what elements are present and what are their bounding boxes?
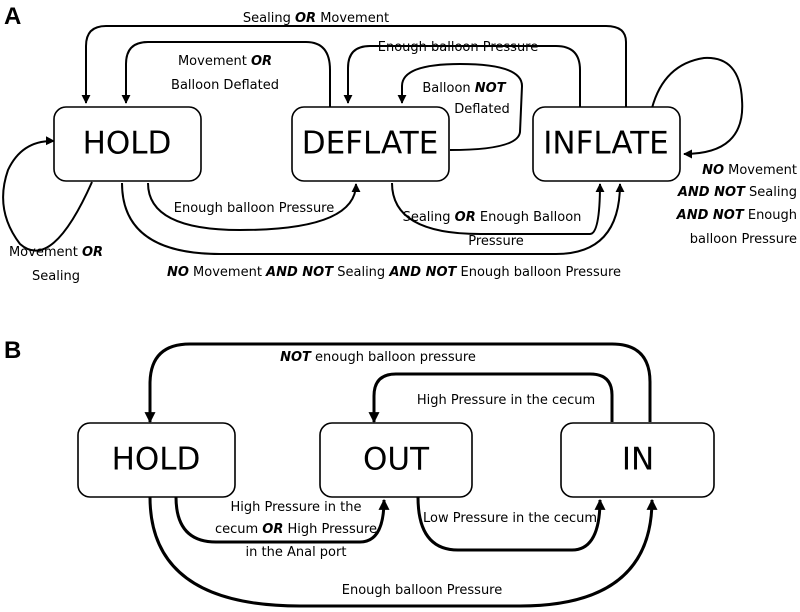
edge-label-inflate-self-line3: AND NOT Enough	[676, 208, 797, 223]
edge-in-to-out	[368, 372, 614, 424]
state-hold-b-label: HOLD	[112, 442, 201, 478]
edge-deflate-to-hold	[121, 41, 331, 108]
state-hold-b: HOLD	[77, 422, 236, 498]
state-deflate: DEFLATE	[291, 106, 450, 182]
edge-label-deflate-to-inflate-line1: Sealing OR Enough Balloon	[403, 210, 582, 225]
edge-label-inflate-to-deflate: Enough balloon Pressure	[378, 40, 539, 55]
state-hold-label: HOLD	[83, 126, 172, 162]
state-out: OUT	[319, 422, 473, 498]
state-hold-b-box	[77, 422, 236, 498]
edge-label-hold-to-out-line2: cecum OR High Pressure	[215, 522, 377, 537]
edge-hold-self	[2, 136, 93, 252]
state-in-box	[560, 422, 715, 498]
state-in-label: IN	[622, 442, 654, 478]
state-inflate-label: INFLATE	[543, 126, 668, 162]
edge-label-in-to-out: High Pressure in the cecum	[417, 393, 595, 408]
edge-label-hold-to-in: Enough balloon Pressure	[342, 583, 503, 598]
edge-label-deflate-to-hold-line2: Balloon Deflated	[171, 78, 279, 93]
edge-inflate-to-deflate	[343, 45, 581, 110]
edge-label-inflate-to-hold-top: Sealing OR Movement	[243, 11, 389, 26]
edge-label-inflate-self-line4: balloon Pressure	[690, 232, 797, 247]
state-in: IN	[560, 422, 715, 498]
state-inflate-box	[532, 106, 681, 182]
edge-label-hold-to-out-line1: High Pressure in the	[231, 500, 362, 515]
edge-in-to-hold	[144, 342, 652, 424]
panel-a-label: A	[4, 3, 21, 30]
state-inflate: INFLATE	[532, 106, 681, 182]
edge-hold-to-inflate	[121, 182, 625, 255]
edge-label-deflate-to-inflate-line2: Pressure	[468, 234, 524, 249]
panel-b-label: B	[4, 337, 21, 364]
state-out-label: OUT	[363, 442, 430, 478]
edge-label-hold-to-inflate: NO Movement AND NOT Sealing AND NOT Enou…	[167, 265, 621, 280]
state-deflate-box	[291, 106, 450, 182]
edge-deflate-self	[397, 62, 524, 151]
edge-deflate-to-inflate	[391, 182, 605, 235]
edge-label-hold-to-deflate: Enough balloon Pressure	[174, 201, 335, 216]
state-out-box	[319, 422, 473, 498]
edge-label-deflate-self-line1: Balloon NOT	[422, 81, 506, 96]
state-deflate-label: DEFLATE	[302, 126, 439, 162]
edge-label-hold-self-line2: Sealing	[32, 269, 80, 284]
edge-inflate-self	[651, 56, 744, 159]
edge-inflate-to-hold-top	[81, 25, 627, 110]
edge-label-hold-to-out-line3: in the Anal port	[246, 545, 347, 560]
state-hold: HOLD	[53, 106, 202, 182]
edge-label-in-to-hold: NOT enough balloon pressure	[280, 350, 476, 365]
edge-label-inflate-self-line1: NO Movement	[702, 163, 797, 178]
panel-a: A HOLD DEFLATE INFLATE Sealing OR Moveme…	[2, 3, 797, 284]
edge-label-deflate-self-line2: Deflated	[454, 102, 510, 117]
edge-hold-to-in	[148, 496, 658, 608]
edge-hold-to-out	[174, 496, 390, 544]
edge-out-to-in	[416, 496, 606, 552]
edge-label-out-to-in: Low Pressure in the cecum	[423, 511, 597, 526]
edge-label-hold-self-line1: Movement OR	[9, 245, 103, 260]
edge-label-deflate-to-hold-line1: Movement OR	[178, 54, 272, 69]
edge-hold-to-deflate	[147, 182, 361, 232]
state-hold-box	[53, 106, 202, 182]
panel-b: B HOLD OUT IN NOT enough balloon pressur…	[4, 337, 715, 608]
edge-label-inflate-self-line2: AND NOT Sealing	[677, 185, 797, 200]
